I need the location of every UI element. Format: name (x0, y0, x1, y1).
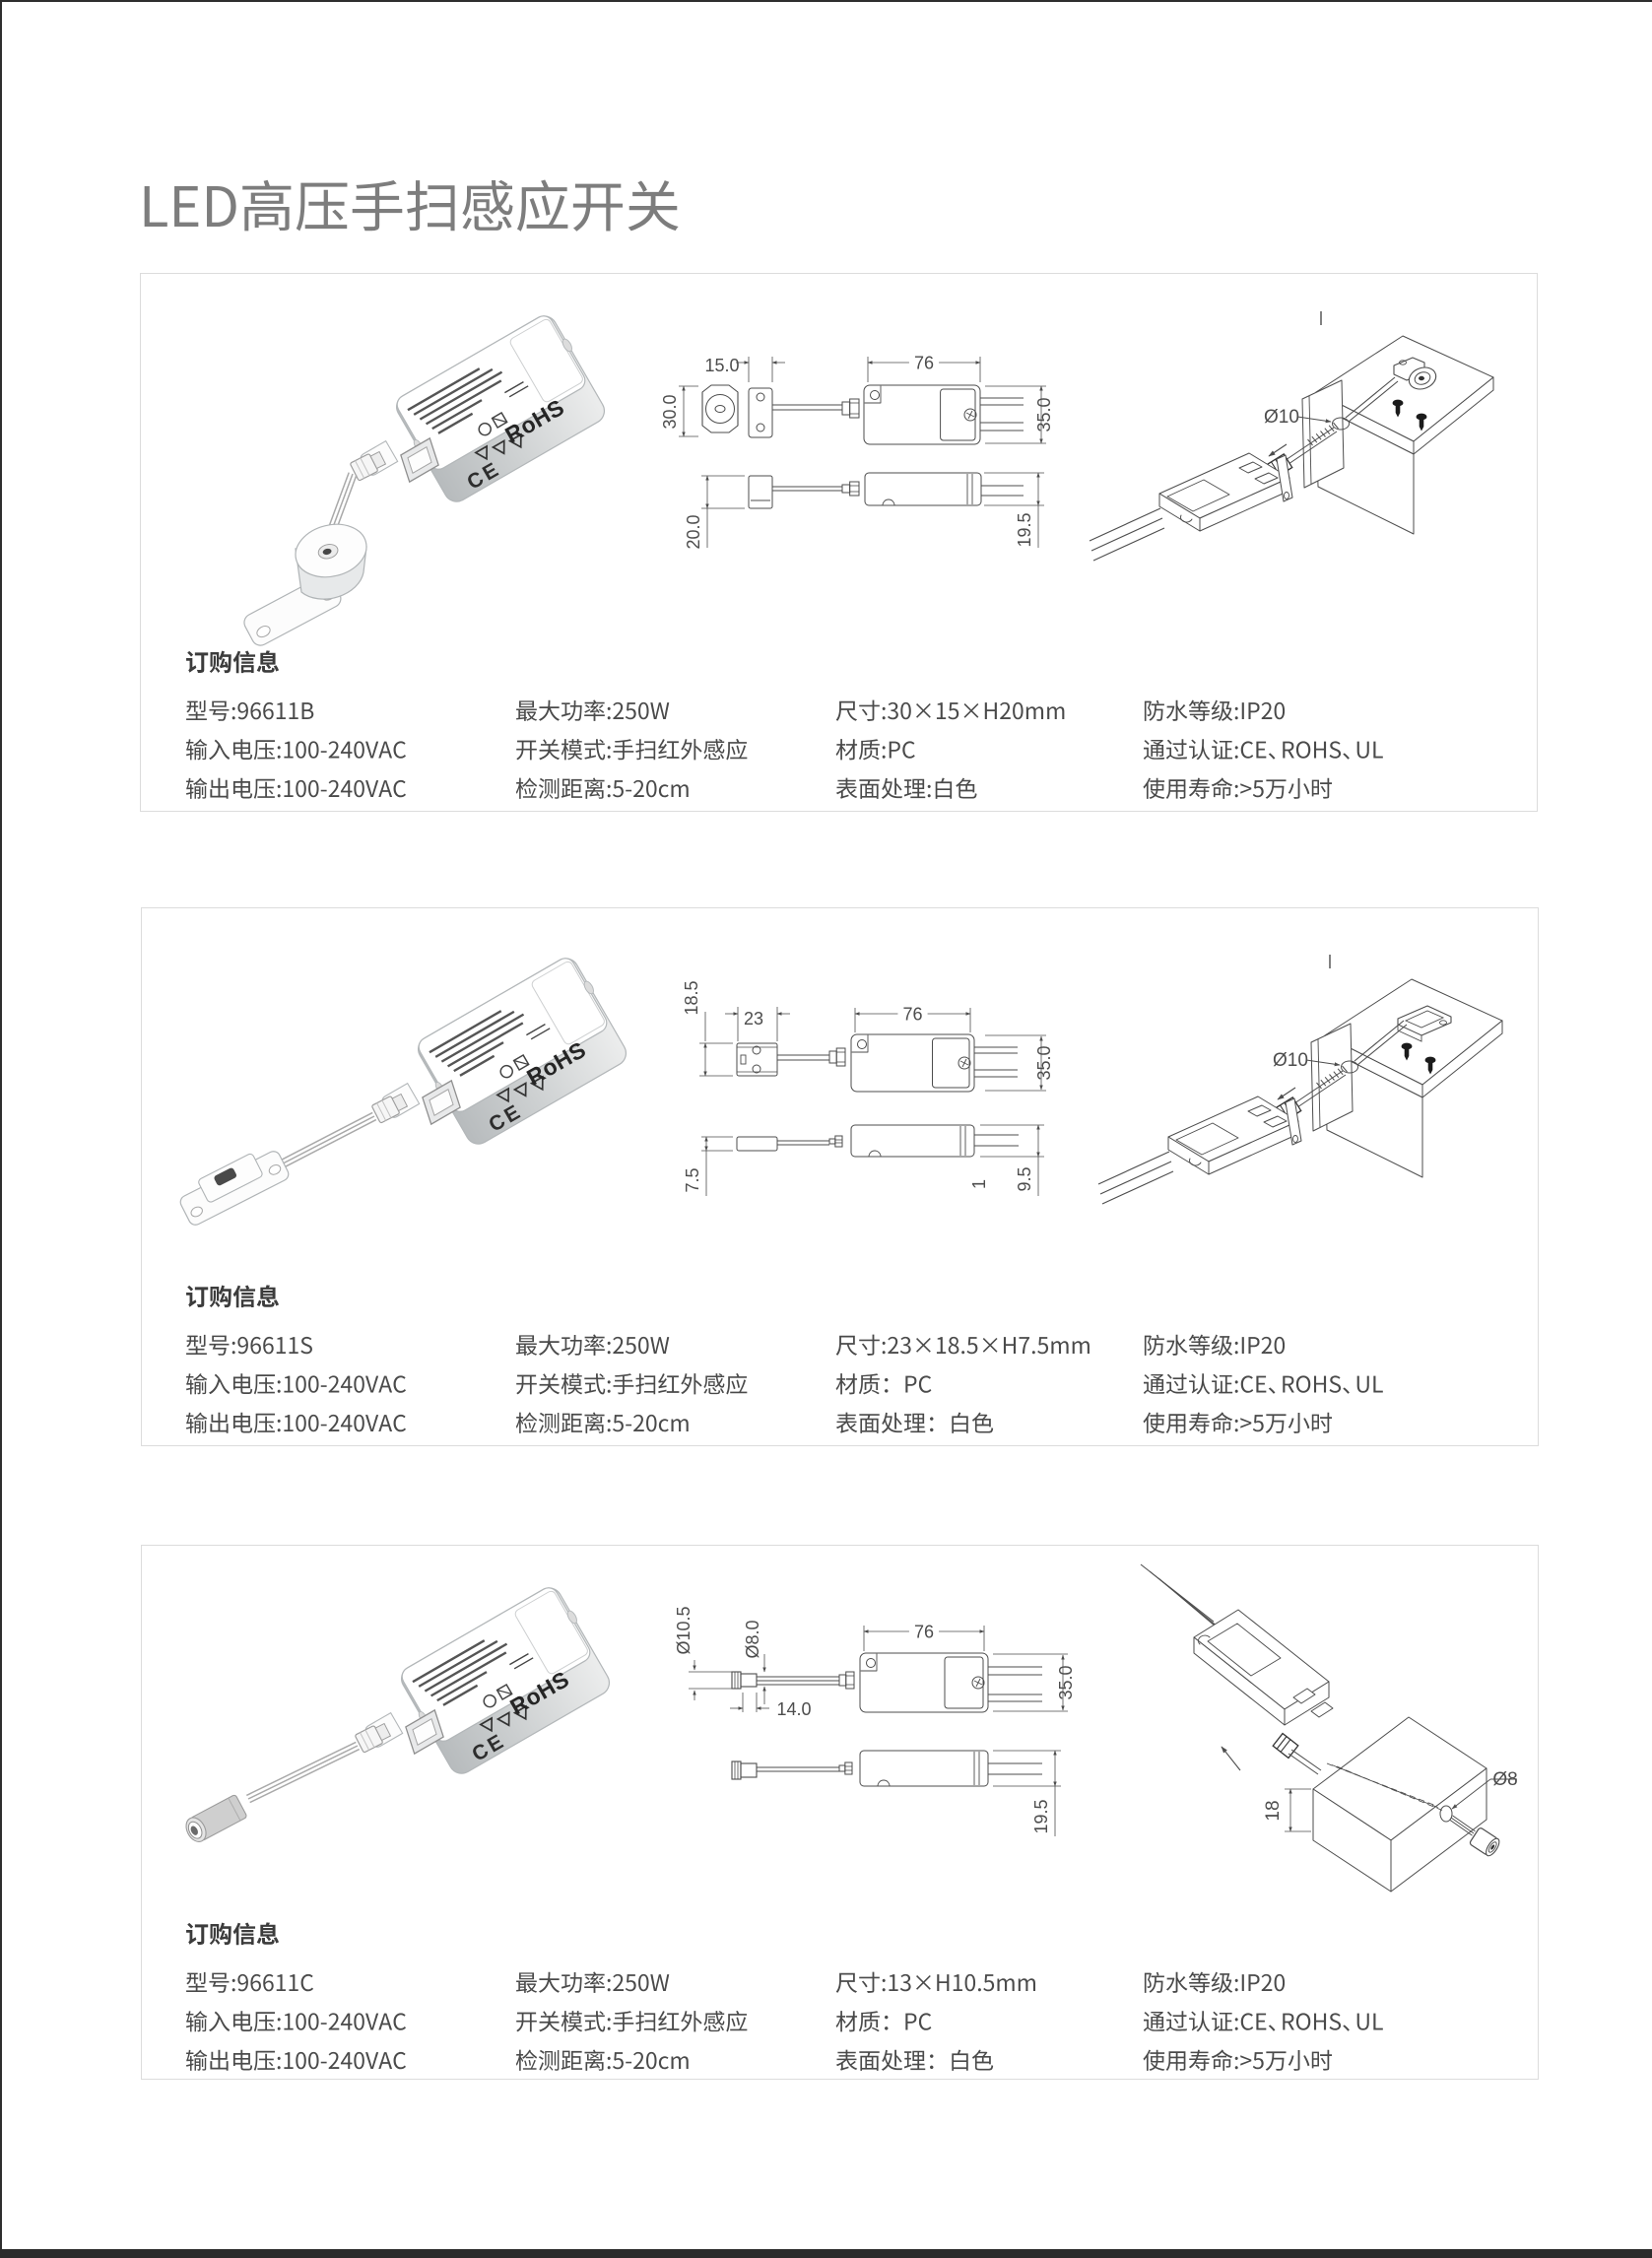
svg-text:Ø10.5: Ø10.5 (674, 1606, 694, 1654)
svg-text:9.5: 9.5 (1015, 1166, 1034, 1191)
svg-text:23: 23 (744, 1009, 763, 1029)
svg-text:Ø10: Ø10 (1264, 407, 1299, 428)
svg-text:14.0: 14.0 (776, 1699, 811, 1719)
svg-text:35.0: 35.0 (1034, 397, 1054, 432)
svg-text:1: 1 (969, 1179, 989, 1189)
svg-text:30.0: 30.0 (660, 394, 680, 429)
svg-text:76: 76 (914, 354, 934, 373)
svg-text:19.5: 19.5 (1031, 1799, 1051, 1833)
svg-text:15.0: 15.0 (704, 356, 739, 375)
svg-text:76: 76 (902, 1005, 922, 1025)
svg-text:76: 76 (914, 1623, 934, 1642)
svg-text:7.5: 7.5 (683, 1167, 702, 1192)
svg-text:Ø10: Ø10 (1273, 1050, 1308, 1071)
svg-text:18: 18 (1263, 1800, 1284, 1821)
svg-text:35.0: 35.0 (1056, 1665, 1076, 1699)
svg-text:35.0: 35.0 (1034, 1045, 1054, 1080)
svg-text:20.0: 20.0 (684, 514, 703, 549)
svg-text:19.5: 19.5 (1015, 512, 1034, 547)
svg-text:18.5: 18.5 (682, 980, 701, 1015)
svg-text:Ø8.0: Ø8.0 (743, 1620, 762, 1658)
svg-text:Ø8: Ø8 (1492, 1769, 1517, 1790)
